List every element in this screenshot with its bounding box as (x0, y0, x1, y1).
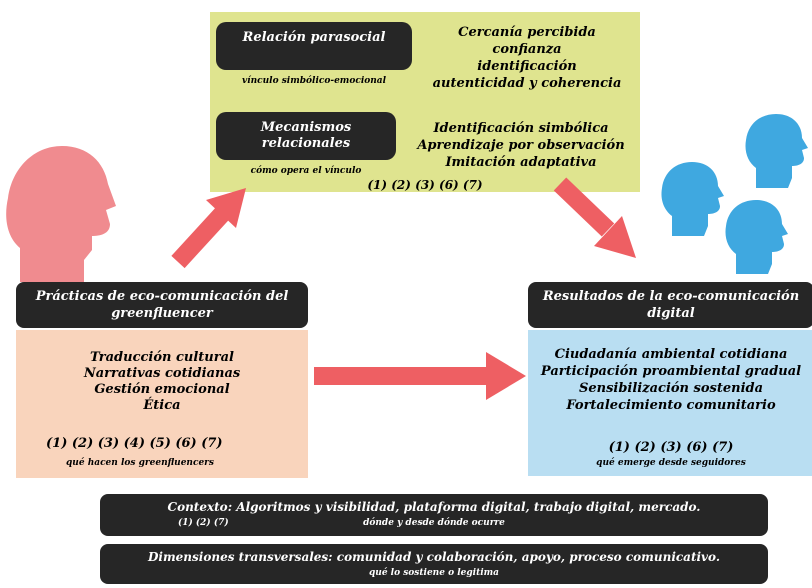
dimensiones-text: Dimensiones transversales: comunidad y c… (148, 550, 720, 564)
resultados-item: Sensibilización sostenida (578, 381, 764, 396)
arrow-up-right (171, 188, 246, 269)
resultados-note: qué emerge desde seguidores (596, 458, 746, 468)
resultados-title: Resultados de la eco-comunicación digita… (542, 289, 800, 321)
dimensiones-note: qué lo sostiene o legitima (368, 568, 500, 578)
mecanismos-item: Identificación simbólica (433, 121, 609, 136)
resultados-item: Participación proambiental gradual (540, 364, 802, 379)
practicas-note: qué hacen los greenfluencers (66, 458, 214, 468)
relacion-item: identificación (477, 59, 577, 74)
relacion-item: Cercanía percibida (458, 25, 596, 40)
relacion-list: Cercanía percibida confianza identificac… (418, 24, 636, 92)
person-head-icon (6, 146, 116, 282)
audience-heads-icon (661, 114, 808, 274)
resultados-list: Ciudadanía ambiental cotidiana Participa… (528, 346, 812, 414)
resultados-body: Ciudadanía ambiental cotidiana Participa… (528, 330, 812, 476)
relacion-item: autenticidad y coherencia (432, 76, 622, 91)
relacion-subtitle: vínculo simbólico-emocional (241, 76, 387, 86)
practicas-item: Narrativas cotidianas (83, 366, 241, 381)
dimensiones-banner: Dimensiones transversales: comunidad y c… (100, 544, 768, 584)
practicas-body: Traducción cultural Narrativas cotidiana… (16, 330, 308, 478)
practicas-item: Traducción cultural (90, 350, 234, 365)
top-refs: (1) (2) (3) (6) (7) (367, 178, 483, 192)
practicas-list: Traducción cultural Narrativas cotidiana… (16, 350, 308, 414)
relacion-parasocial-box: Relación parasocial (216, 22, 412, 70)
resultados-item: Fortalecimiento comunitario (566, 398, 776, 413)
arrow-right (314, 352, 526, 400)
arrow-down-right (553, 177, 636, 258)
contexto-text: Contexto: Algoritmos y visibilidad, plat… (167, 500, 701, 514)
mecanismos-list: Identificación simbólica Aprendizaje por… (404, 120, 638, 171)
practicas-refs: (1) (2) (3) (4) (5) (6) (7) (46, 436, 223, 451)
resultados-refs: (1) (2) (3) (6) (7) (608, 440, 734, 455)
contexto-refs: (1) (2) (7) (178, 518, 229, 528)
relacion-item: confianza (492, 42, 562, 57)
mecanismos-subtitle: cómo opera el vínculo (250, 166, 362, 176)
practicas-title: Prácticas de eco-comunicación del greenf… (35, 289, 289, 321)
practicas-item: Gestión emocional (94, 382, 230, 397)
mecanismos-box: Mecanismos relacionales (216, 112, 396, 160)
relacion-title: Relación parasocial (242, 30, 386, 45)
resultados-title-box: Resultados de la eco-comunicación digita… (528, 282, 812, 328)
mecanismos-item: Aprendizaje por observación (417, 138, 625, 153)
contexto-note: dónde y desde dónde ocurre (363, 518, 505, 528)
practicas-item: Ética (143, 398, 181, 413)
contexto-banner: Contexto: Algoritmos y visibilidad, plat… (100, 494, 768, 536)
mecanismos-title: Mecanismos relacionales (260, 120, 352, 151)
resultados-item: Ciudadanía ambiental cotidiana (554, 347, 788, 362)
mecanismos-item: Imitación adaptativa (445, 155, 597, 170)
practicas-title-box: Prácticas de eco-comunicación del greenf… (16, 282, 308, 328)
